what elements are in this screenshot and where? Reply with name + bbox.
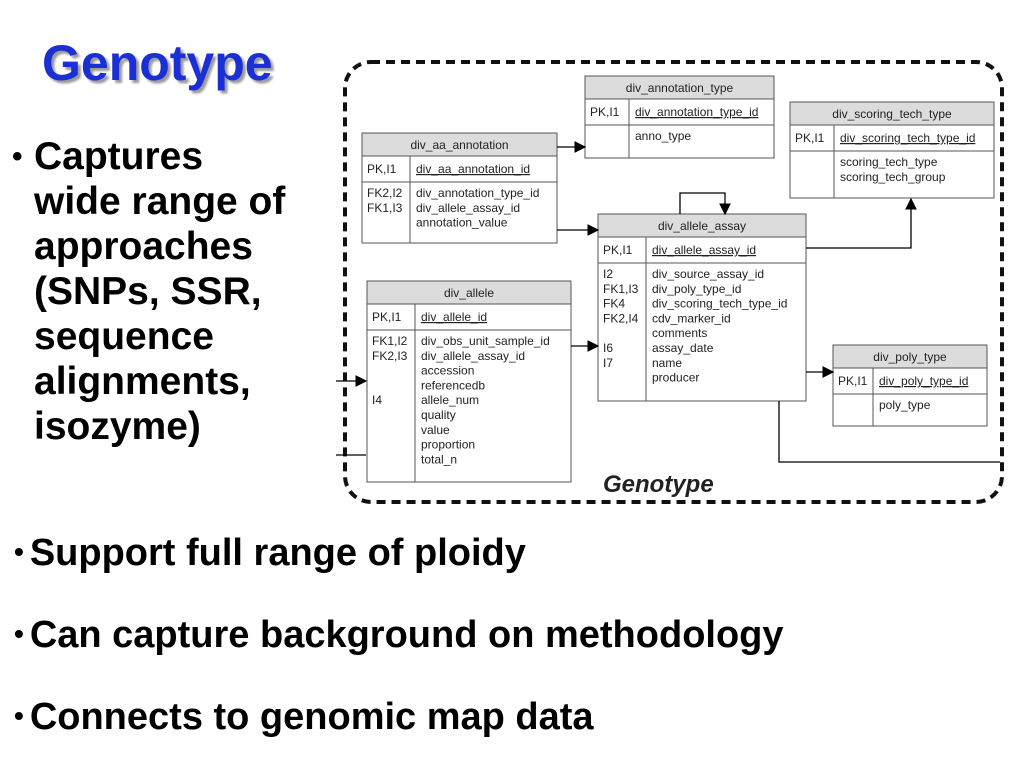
bullet-dot: • <box>12 140 23 173</box>
pk-key: PK,I1 <box>590 105 620 119</box>
field: referencedb <box>421 378 485 392</box>
relation-arrow <box>806 197 917 249</box>
left-bullet-text: Captures wide range of approaches (SNPs,… <box>34 134 285 449</box>
bottom-bullet-map-data: •Connects to genomic map data <box>14 696 594 739</box>
pk-key: PK,I1 <box>367 162 397 176</box>
table-header <box>361 132 558 157</box>
field: quality <box>421 408 456 422</box>
field: accession <box>421 364 474 378</box>
pk-key: PK,I1 <box>838 374 868 388</box>
left-bullet-line: alignments, <box>34 360 251 403</box>
bullet-text: Connects to genomic map data <box>29 696 594 738</box>
pk-key: PK,I1 <box>372 310 402 324</box>
pk-key: PK,I1 <box>795 131 825 145</box>
field: assay_date <box>652 341 714 355</box>
key: I7 <box>603 356 613 370</box>
table-header <box>584 75 775 100</box>
key: FK1,I3 <box>603 282 639 296</box>
field: annotation_value <box>416 216 508 230</box>
key: I2 <box>603 267 613 281</box>
bottom-bullet-ploidy: •Support full range of ploidy <box>14 532 526 575</box>
diagram-label: Genotype <box>603 471 714 498</box>
bullet-dot: • <box>14 536 24 567</box>
table-name: div_allele_assay <box>658 219 746 233</box>
key: FK1,I3 <box>367 201 403 215</box>
field: comments <box>652 326 707 340</box>
field: div_poly_type_id <box>652 282 741 296</box>
table-box <box>597 213 807 402</box>
field: poly_type <box>879 398 931 412</box>
table-name: div_poly_type <box>873 350 947 364</box>
key: FK2,I2 <box>367 186 403 200</box>
bullet-text: Can capture background on methodology <box>29 614 784 656</box>
pk-field: div_aa_annotation_id <box>416 162 530 176</box>
key: FK2,I3 <box>372 349 408 363</box>
field: proportion <box>421 438 475 452</box>
field: allele_num <box>421 393 479 407</box>
pk-field: div_poly_type_id <box>879 374 968 388</box>
external-relation-line <box>778 401 1000 463</box>
pk-field: div_scoring_tech_type_id <box>840 131 975 145</box>
table-name: div_scoring_tech_type <box>832 107 952 121</box>
field: total_n <box>421 452 457 466</box>
left-bullet-line: sequence <box>34 315 214 358</box>
key: FK1,I2 <box>372 334 408 348</box>
table-box <box>366 280 572 483</box>
diagram-border <box>343 60 1004 504</box>
field: producer <box>652 371 699 385</box>
left-bullet-line: (SNPs, SSR, <box>34 270 262 313</box>
pk-field: div_annotation_type_id <box>635 105 758 119</box>
left-bullet-line: wide range of <box>34 180 286 223</box>
field: div_allele_assay_id <box>421 349 525 363</box>
slide-title: Genotype <box>42 35 273 91</box>
left-bullet-line: Captures <box>34 135 204 178</box>
table-header <box>366 280 572 305</box>
pk-field: div_allele_assay_id <box>652 243 756 257</box>
field: div_annotation_type_id <box>416 186 539 200</box>
field: cdv_marker_id <box>652 311 731 325</box>
key: I6 <box>603 341 613 355</box>
pk-key: PK,I1 <box>603 243 633 257</box>
key: I4 <box>372 393 382 407</box>
field: anno_type <box>635 129 691 143</box>
bullet-text: Support full range of ploidy <box>29 532 526 574</box>
left-bullet-line: isozyme) <box>34 405 201 448</box>
field: div_allele_assay_id <box>416 201 520 215</box>
field: name <box>652 356 682 370</box>
table-header <box>832 344 988 369</box>
self-reference-arrow <box>679 192 731 216</box>
pk-field: div_allele_id <box>421 310 487 324</box>
table-name: div_allele <box>444 286 494 300</box>
key: FK2,I4 <box>603 311 639 325</box>
table-name: div_annotation_type <box>626 81 734 95</box>
table-header <box>789 101 995 126</box>
field: scoring_tech_type <box>840 155 938 169</box>
left-bullet-line: approaches <box>34 225 253 268</box>
bullet-dot: • <box>14 700 24 731</box>
table-name: div_aa_annotation <box>410 138 508 152</box>
field: div_source_assay_id <box>652 267 764 281</box>
key: FK4 <box>603 297 625 311</box>
field: value <box>421 423 450 437</box>
field: div_scoring_tech_type_id <box>652 297 787 311</box>
bottom-bullet-methodology: •Can capture background on methodology <box>14 614 784 657</box>
connectors-group <box>336 141 1000 463</box>
bullet-dot: • <box>14 618 24 649</box>
field: scoring_tech_group <box>840 170 946 184</box>
field: div_obs_unit_sample_id <box>421 334 550 348</box>
